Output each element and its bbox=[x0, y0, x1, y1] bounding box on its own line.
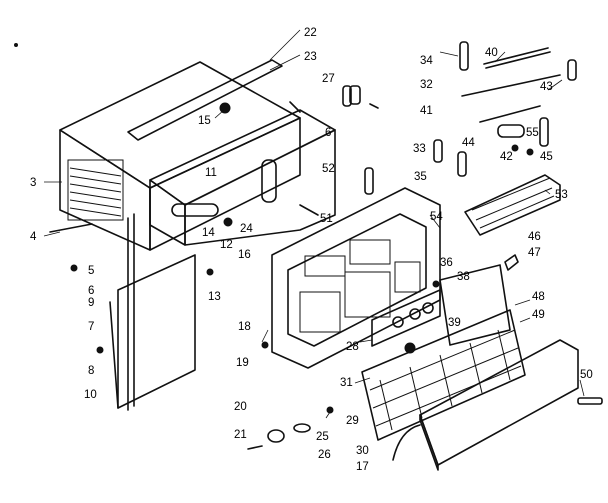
part-label: 45 bbox=[540, 151, 553, 163]
control-panel-filter bbox=[361, 264, 526, 441]
part-label: 21 bbox=[234, 429, 247, 441]
part-label: 4 bbox=[30, 231, 37, 243]
part-label: 10 bbox=[84, 389, 97, 401]
part-label: 7 bbox=[88, 321, 94, 333]
part-label: 50 bbox=[580, 369, 593, 381]
part-label: 47 bbox=[528, 247, 541, 259]
part-label: 9 bbox=[88, 297, 94, 309]
part-label: 15 bbox=[198, 115, 211, 127]
part-label: 52 bbox=[322, 163, 335, 175]
part-label: 34 bbox=[420, 55, 433, 67]
part-label: 5 bbox=[88, 265, 94, 277]
part-label: 12 bbox=[220, 239, 233, 251]
part-label: 14 bbox=[202, 227, 215, 239]
cabinet-housing bbox=[59, 59, 301, 251]
part-label: 27 bbox=[322, 73, 335, 85]
part-label: 20 bbox=[234, 401, 247, 413]
part-label: 44 bbox=[462, 137, 475, 149]
part-label: 17 bbox=[356, 461, 369, 473]
part-label: 33 bbox=[413, 143, 426, 155]
part-label: 8 bbox=[88, 365, 94, 377]
part-label: 6 bbox=[325, 127, 331, 139]
part-label: 32 bbox=[420, 79, 433, 91]
part-label: 48 bbox=[532, 291, 545, 303]
part-label: 54 bbox=[430, 211, 443, 223]
leader-lines bbox=[43, 29, 585, 419]
part-label: 42 bbox=[500, 151, 513, 163]
part-label: 18 bbox=[238, 321, 251, 333]
part-label: 41 bbox=[420, 105, 433, 117]
part-label: 29 bbox=[346, 415, 359, 427]
part-label: 25 bbox=[316, 431, 329, 443]
part-label: 16 bbox=[238, 249, 251, 261]
part-label: 22 bbox=[304, 27, 317, 39]
part-label: 53 bbox=[555, 189, 568, 201]
part-label: 31 bbox=[340, 377, 353, 389]
part-label: 39 bbox=[448, 317, 461, 329]
part-label: 55 bbox=[526, 127, 539, 139]
part-label: 26 bbox=[318, 449, 331, 461]
hardware-parts bbox=[49, 85, 519, 461]
part-label: 51 bbox=[320, 213, 333, 225]
part-label: 30 bbox=[356, 445, 369, 457]
control-components bbox=[349, 41, 577, 236]
part-label: 35 bbox=[414, 171, 427, 183]
side-panels bbox=[109, 213, 196, 411]
part-number-labels: 22 23 27 34 40 32 41 43 15 6 11 52 3 44 … bbox=[30, 27, 593, 473]
part-label: 24 bbox=[240, 223, 253, 235]
part-label: 13 bbox=[208, 291, 221, 303]
part-label: 49 bbox=[532, 309, 545, 321]
scan-speck bbox=[14, 43, 18, 47]
part-label: 3 bbox=[30, 177, 36, 189]
part-label: 6 bbox=[88, 285, 94, 297]
part-label: 28 bbox=[346, 341, 359, 353]
part-label: 38 bbox=[457, 271, 470, 283]
front-frame bbox=[271, 167, 441, 369]
part-label: 11 bbox=[205, 167, 217, 179]
part-label: 43 bbox=[540, 81, 553, 93]
front-grille-panel bbox=[419, 339, 603, 471]
part-label: 23 bbox=[304, 51, 317, 63]
part-label: 36 bbox=[440, 257, 453, 269]
part-label: 19 bbox=[236, 357, 249, 369]
chassis-base bbox=[149, 109, 336, 246]
part-label: 46 bbox=[528, 231, 541, 243]
part-label: 40 bbox=[485, 47, 498, 59]
